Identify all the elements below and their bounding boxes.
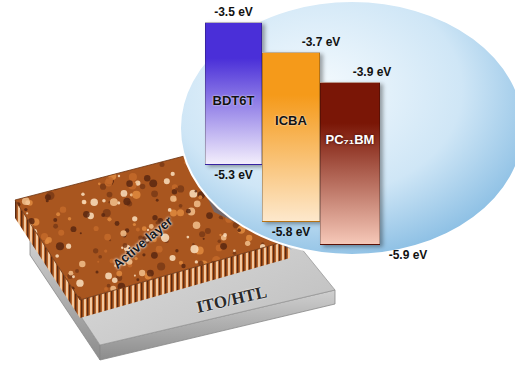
material-name: BDT6T	[213, 93, 255, 108]
layer-label: Active layer	[109, 213, 175, 271]
energy-level: -3.9 eV	[353, 65, 392, 79]
material-name: PC₇₁BM	[326, 132, 375, 147]
energy-bar-fill	[262, 52, 320, 222]
layer-label: ITO/HTL	[195, 282, 269, 318]
energy-level: -5.9 eV	[389, 248, 428, 262]
magnifier-bubble	[180, 1, 515, 255]
energy-level: -5.3 eV	[214, 168, 253, 182]
energy-level: -5.8 eV	[272, 225, 311, 239]
energy-level: -3.5 eV	[214, 5, 253, 19]
energy-level: -3.7 eV	[302, 35, 341, 49]
energy-bar-fill	[320, 82, 380, 245]
material-name: ICBA	[275, 113, 307, 128]
